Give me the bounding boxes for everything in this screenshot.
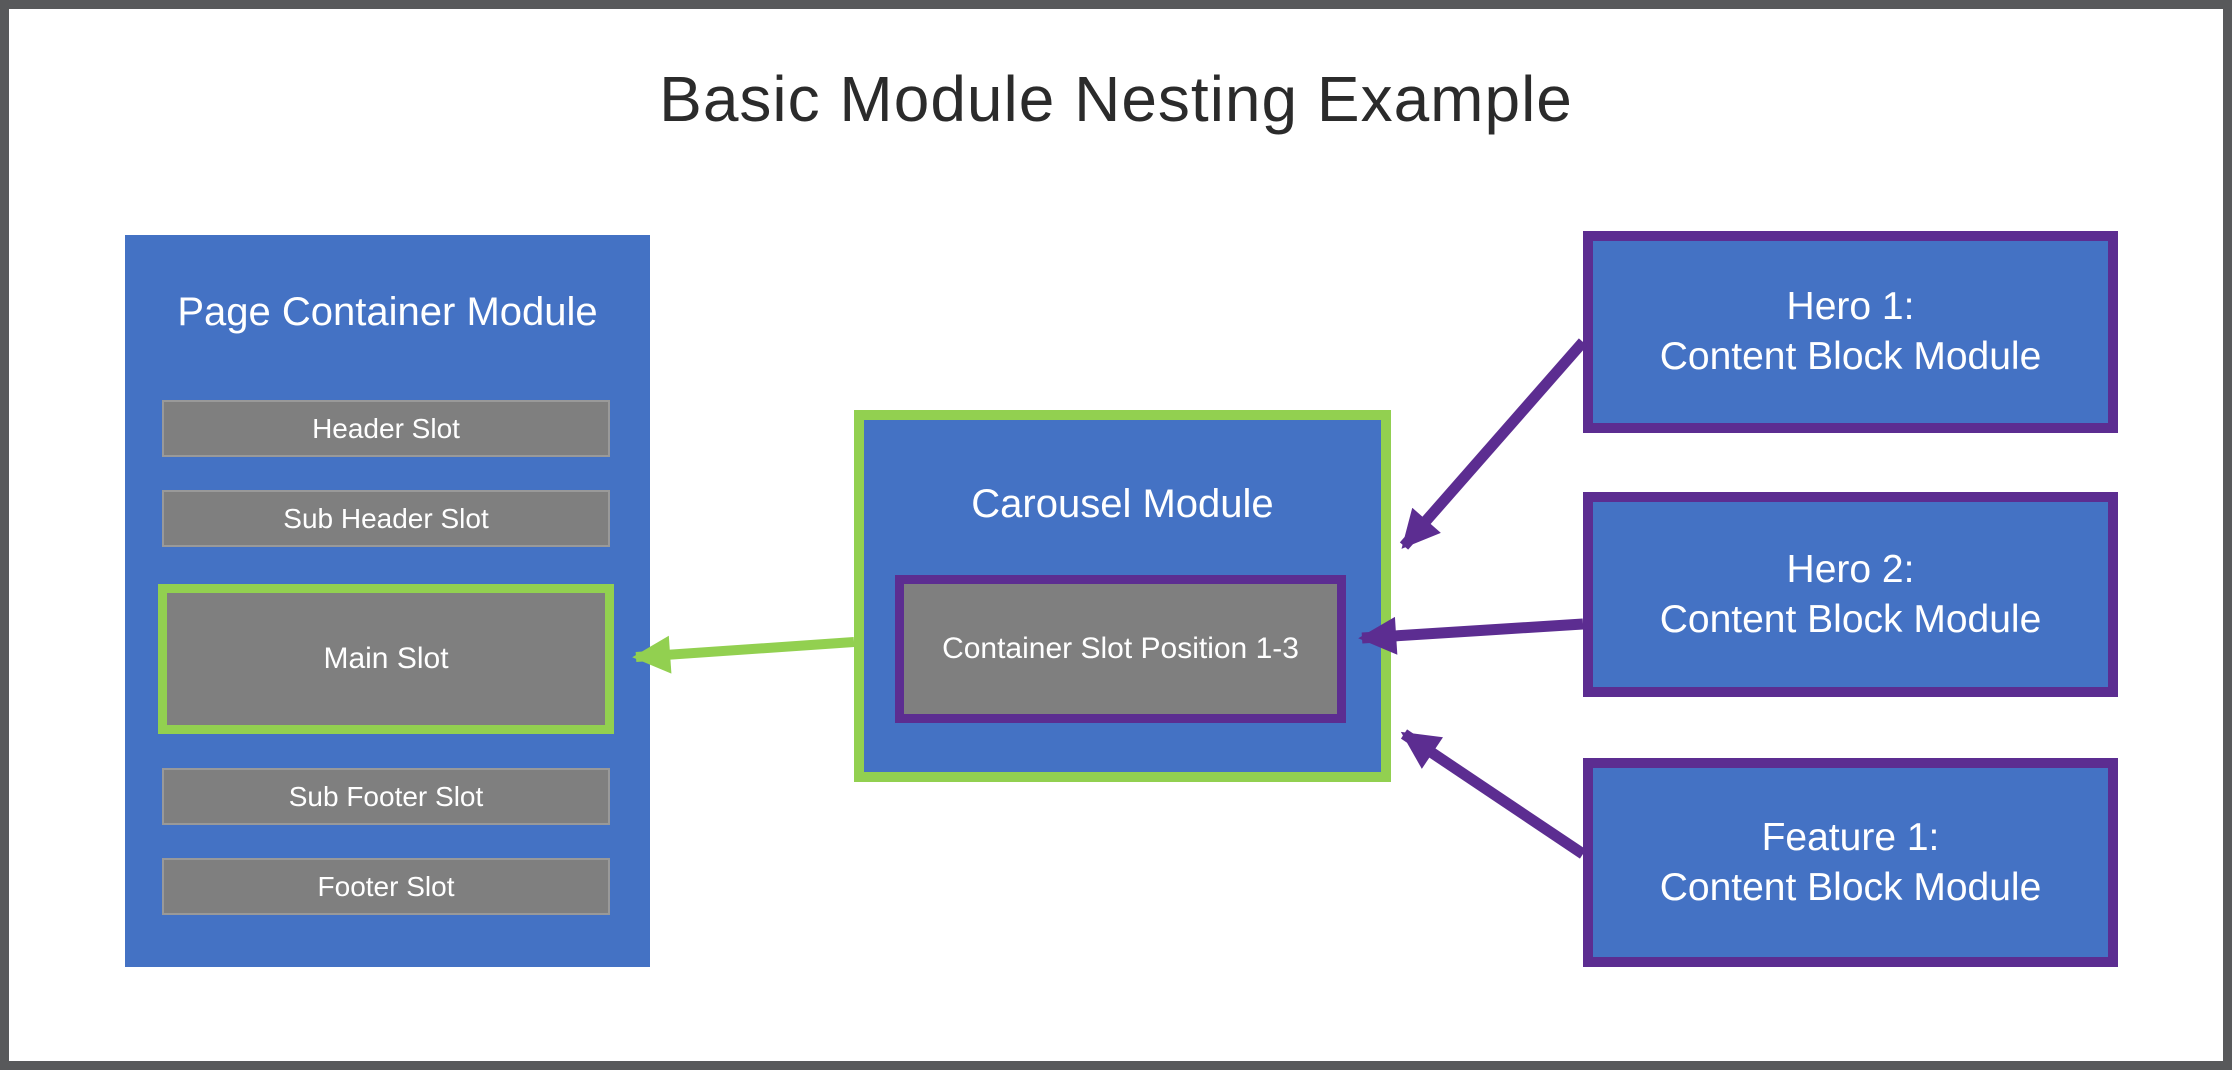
- page-title: Basic Module Nesting Example: [659, 63, 1573, 135]
- page-container-module-title: Page Container Module: [177, 290, 598, 334]
- hero-1-title: Hero 1:: [1786, 285, 1915, 329]
- carousel-module-title: Carousel Module: [971, 482, 1274, 526]
- hero-2-subtitle: Content Block Module: [1659, 597, 2042, 641]
- feature-1-content-block: Feature 1: Content Block Module: [1583, 758, 2118, 967]
- slot-sub-header: Sub Header Slot: [162, 490, 610, 547]
- slot-sub-footer: Sub Footer Slot: [162, 768, 610, 825]
- hero-1-content-block: Hero 1: Content Block Module: [1583, 231, 2118, 433]
- carousel-module: Carousel Module Container Slot Position …: [854, 410, 1391, 782]
- carousel-container-slot: Container Slot Position 1-3: [895, 575, 1346, 723]
- hero-2-content-block: Hero 2: Content Block Module: [1583, 492, 2118, 697]
- slot-main: Main Slot: [158, 584, 614, 734]
- slot-footer: Footer Slot: [162, 858, 610, 915]
- page-container-module: Page Container Module Header Slot Sub He…: [125, 235, 650, 967]
- feature-1-title: Feature 1:: [1761, 815, 1940, 859]
- slot-header: Header Slot: [162, 400, 610, 457]
- hero-1-subtitle: Content Block Module: [1659, 335, 2042, 378]
- feature-1-subtitle: Content Block Module: [1659, 865, 2042, 909]
- hero-2-title: Hero 2:: [1786, 547, 1915, 591]
